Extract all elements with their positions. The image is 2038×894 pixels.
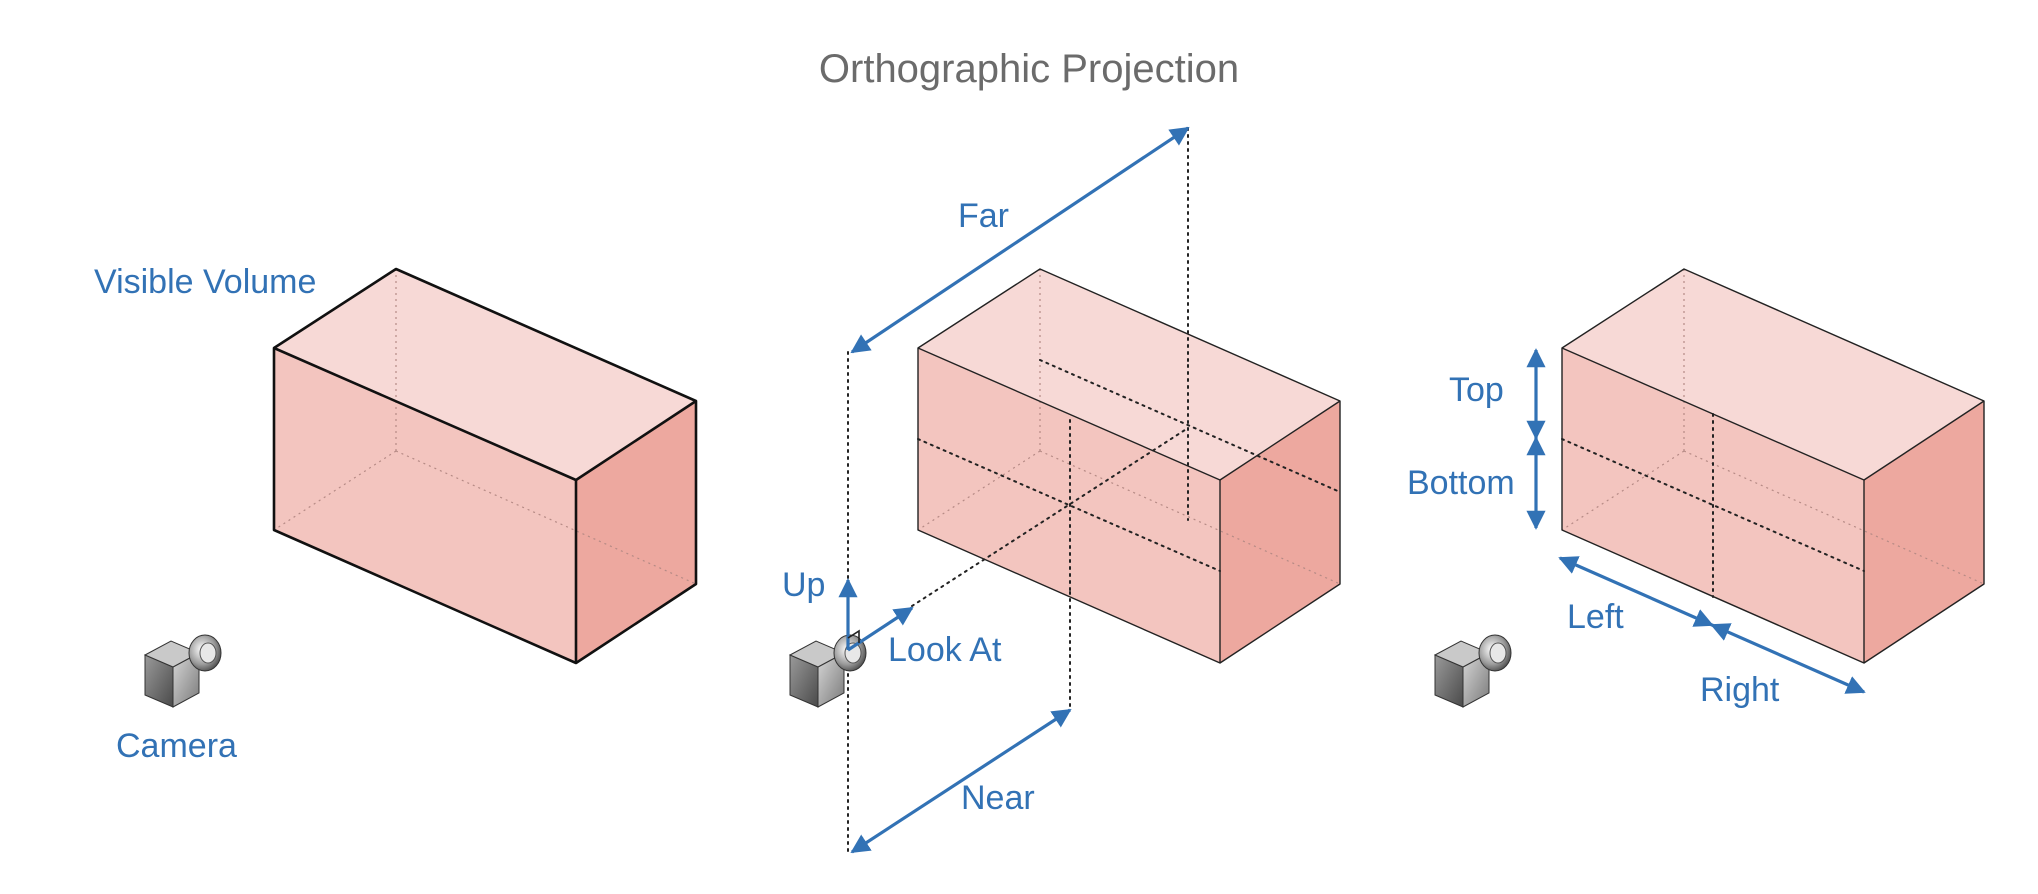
panel-near-far: Far Near Up Look At [782, 126, 1341, 854]
bottom-label: Bottom [1407, 464, 1515, 502]
panel-bounds: Top Bottom Left Right [1407, 268, 1985, 709]
right-angle-mark [847, 629, 860, 643]
look-at-label: Look At [888, 631, 1002, 669]
up-label: Up [782, 566, 825, 604]
near-arrow [850, 708, 1072, 854]
panel-visible-volume: Visible Volume Camera [94, 263, 698, 765]
visible-volume-box [272, 267, 698, 665]
far-arrow [850, 126, 1190, 354]
near-label: Near [961, 779, 1035, 817]
left-arrow [1558, 556, 1714, 627]
visible-volume-label: Visible Volume [94, 263, 316, 301]
camera-icon [144, 634, 222, 708]
left-label: Left [1567, 598, 1624, 636]
camera-label: Camera [116, 727, 237, 765]
far-label: Far [958, 197, 1009, 235]
camera-icon-right [1434, 634, 1512, 708]
right-label: Right [1700, 671, 1780, 709]
right-arrow [1710, 623, 1866, 694]
top-label: Top [1449, 371, 1504, 409]
bounds-box [1561, 268, 1985, 664]
diagram-title: Orthographic Projection [819, 47, 1239, 91]
